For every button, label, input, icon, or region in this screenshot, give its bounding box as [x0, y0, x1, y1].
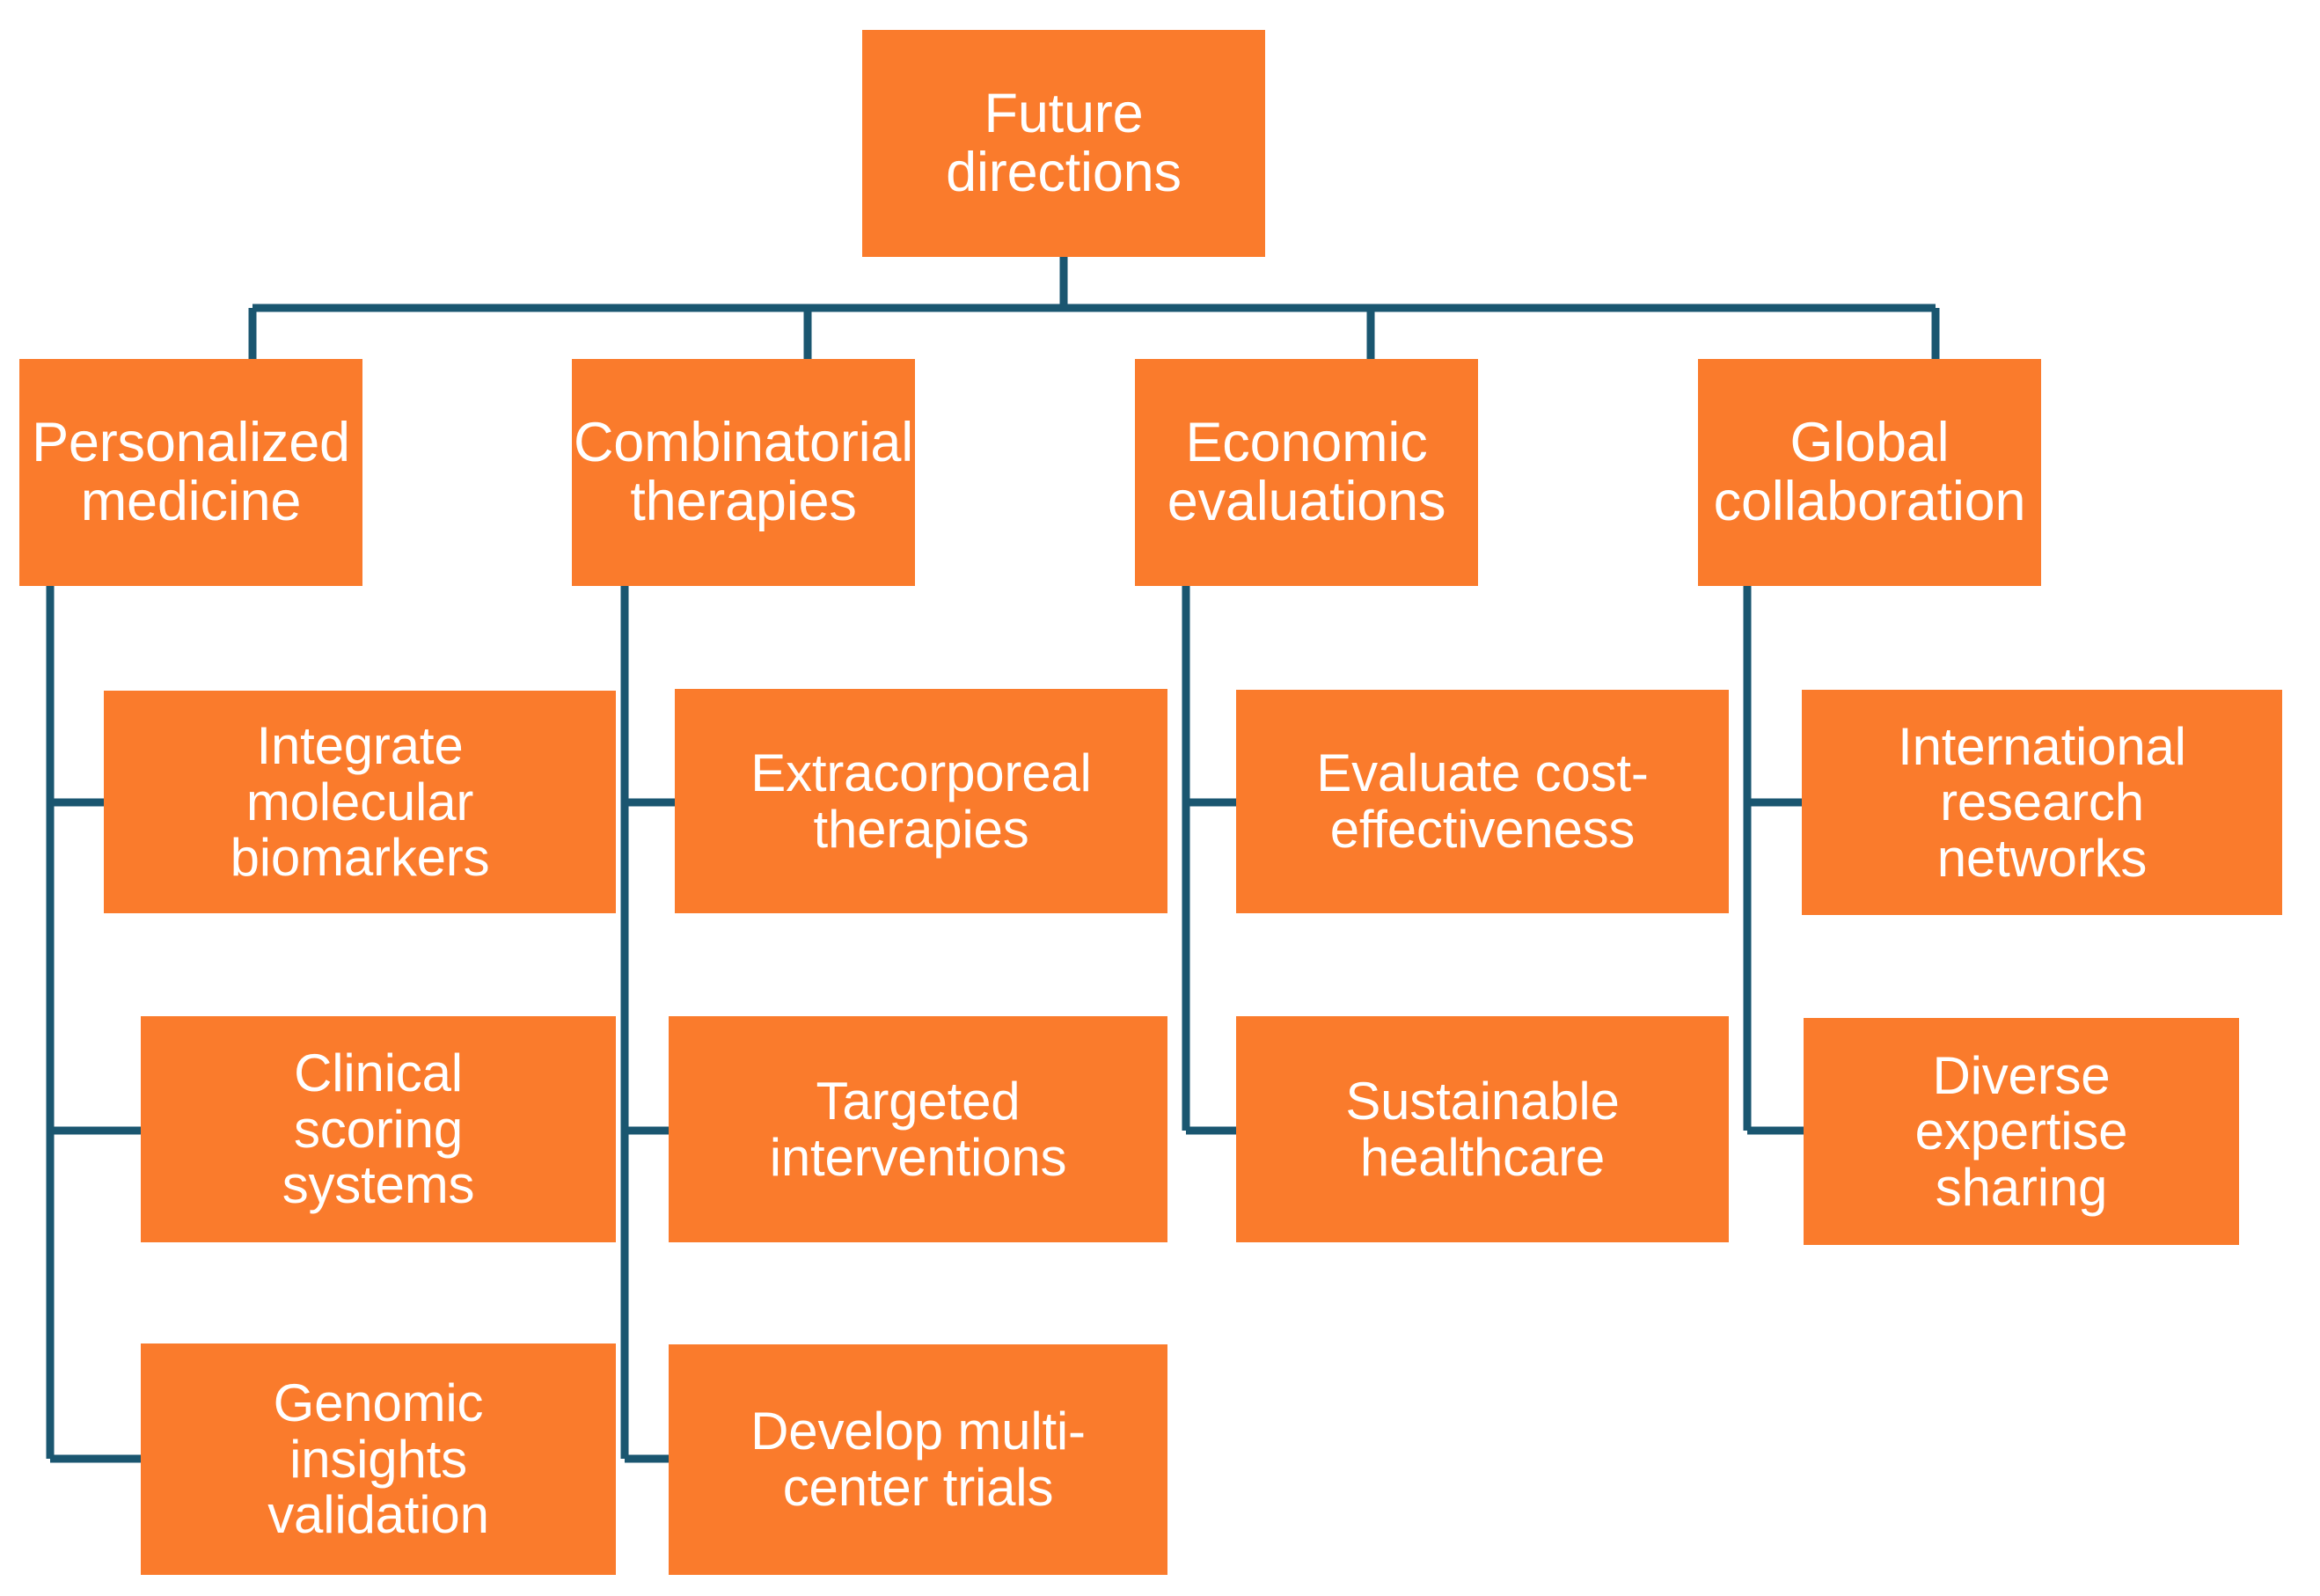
node-leaf-international-research-networks[interactable]: International research networks: [1802, 690, 2282, 915]
node-leaf-integrate-molecular-biomarkers[interactable]: Integrate molecular biomarkers: [104, 691, 616, 913]
node-leaf-evaluate-cost-effectiveness[interactable]: Evaluate cost- effectiveness: [1236, 690, 1729, 913]
node-branch-economic-evaluations[interactable]: Economic evaluations: [1135, 359, 1478, 586]
node-leaf-genomic-insights-validation[interactable]: Genomic insights validation: [141, 1343, 616, 1575]
node-branch-personalized-medicine[interactable]: Personalized medicine: [19, 359, 362, 586]
node-leaf-develop-multi-center-trials[interactable]: Develop multi- center trials: [669, 1344, 1167, 1575]
node-branch-global-collaboration[interactable]: Global collaboration: [1698, 359, 2041, 586]
node-leaf-clinical-scoring-systems[interactable]: Clinical scoring systems: [141, 1016, 616, 1242]
node-leaf-sustainable-healthcare[interactable]: Sustainable healthcare: [1236, 1016, 1729, 1242]
node-leaf-diverse-expertise-sharing[interactable]: Diverse expertise sharing: [1804, 1018, 2239, 1245]
node-leaf-extracorporeal-therapies[interactable]: Extracorporeal therapies: [675, 689, 1167, 913]
node-branch-combinatorial-therapies[interactable]: Combinatorial therapies: [572, 359, 915, 586]
node-root-future-directions[interactable]: Future directions: [862, 30, 1265, 257]
node-leaf-targeted-interventions[interactable]: Targeted interventions: [669, 1016, 1167, 1242]
